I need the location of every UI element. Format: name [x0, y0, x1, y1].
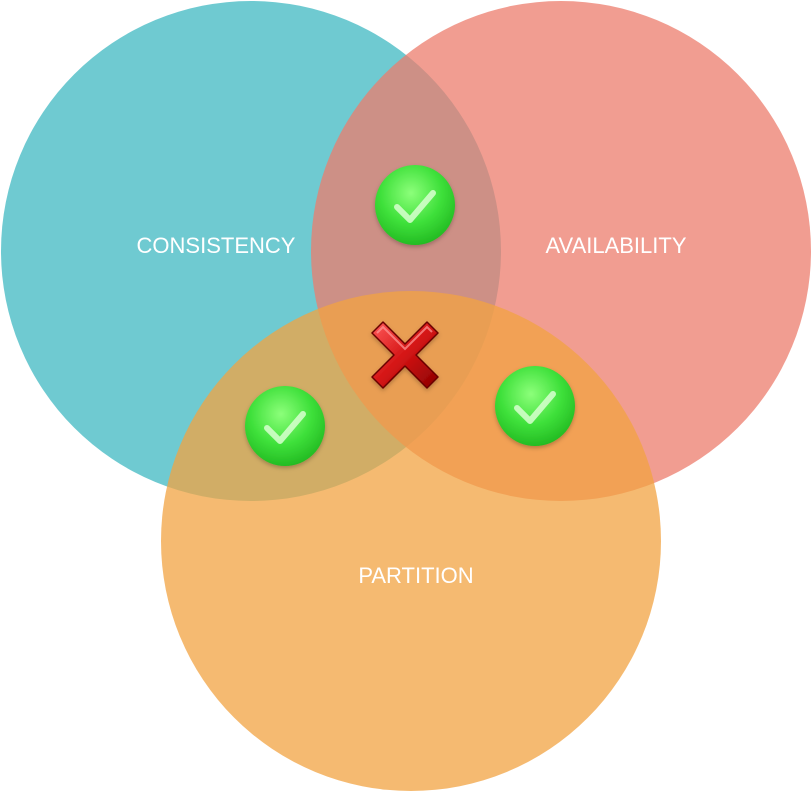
check-icon [495, 366, 575, 446]
check-icon [245, 386, 325, 466]
check-icon [375, 165, 455, 245]
cross-icon [371, 321, 439, 389]
partition-label: PARTITION [358, 563, 473, 588]
availability-label: AVAILABILITY [545, 233, 686, 258]
consistency-label: CONSISTENCY [137, 233, 296, 258]
